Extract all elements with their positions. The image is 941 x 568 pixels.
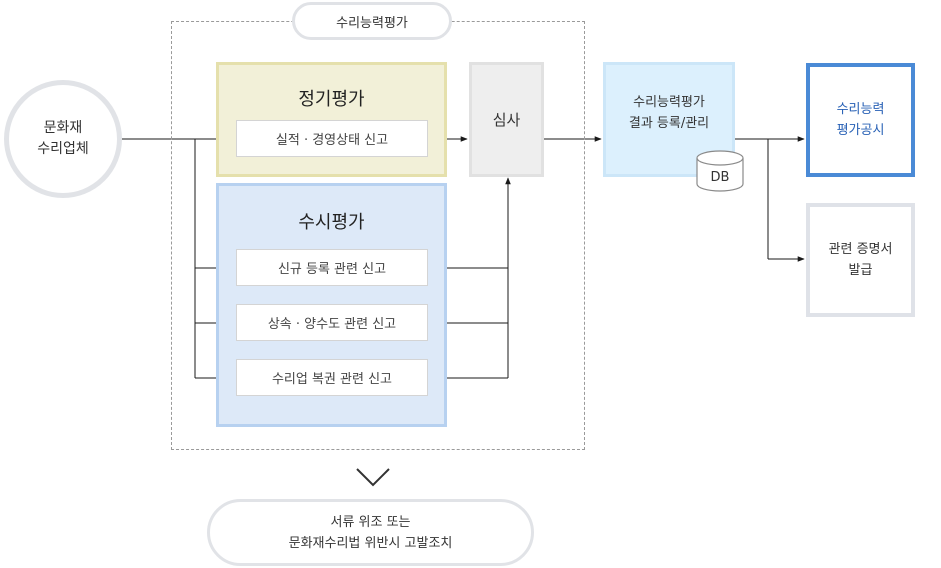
source-line-2: 수리업체: [37, 141, 89, 157]
frequent-item-2: 상속 · 양수도 관련 신고: [236, 304, 428, 341]
regular-item-1: 실적 · 경영상태 신고: [236, 120, 428, 157]
result-line-1: 수리능력평가: [633, 94, 705, 110]
source-line-1: 문화재: [43, 120, 83, 136]
regular-eval-box: 정기평가: [216, 62, 447, 177]
source-circle: 문화재 수리업체: [4, 80, 122, 198]
certificate-box: 관련 증명서 발급: [806, 203, 915, 317]
announcement-box: 수리능력 평가공시: [806, 63, 915, 177]
section-title: 수리능력평가: [292, 2, 452, 40]
certificate-line-1: 관련 증명서: [828, 242, 893, 257]
violation-line-1: 서류 위조 또는: [330, 514, 411, 530]
frequent-item-1: 신규 등록 관련 신고: [236, 249, 428, 286]
database-icon: [696, 150, 744, 192]
violation-line-2: 문화재수리법 위반시 고발조치: [288, 535, 453, 551]
certificate-line-2: 발급: [848, 263, 873, 278]
regular-eval-title: 정기평가: [298, 89, 365, 110]
frequent-item-3: 수리업 복권 관련 신고: [236, 359, 428, 396]
announcement-line-1: 수리능력: [836, 102, 885, 117]
db-label: DB: [710, 169, 730, 185]
announcement-line-2: 평가공시: [836, 123, 885, 138]
review-box: 심사: [469, 62, 544, 177]
result-line-2: 결과 등록/관리: [628, 115, 710, 131]
frequent-eval-title: 수시평가: [298, 212, 365, 233]
violation-pill: 서류 위조 또는 문화재수리법 위반시 고발조치: [207, 499, 534, 566]
chevron-down-icon: [356, 468, 390, 487]
